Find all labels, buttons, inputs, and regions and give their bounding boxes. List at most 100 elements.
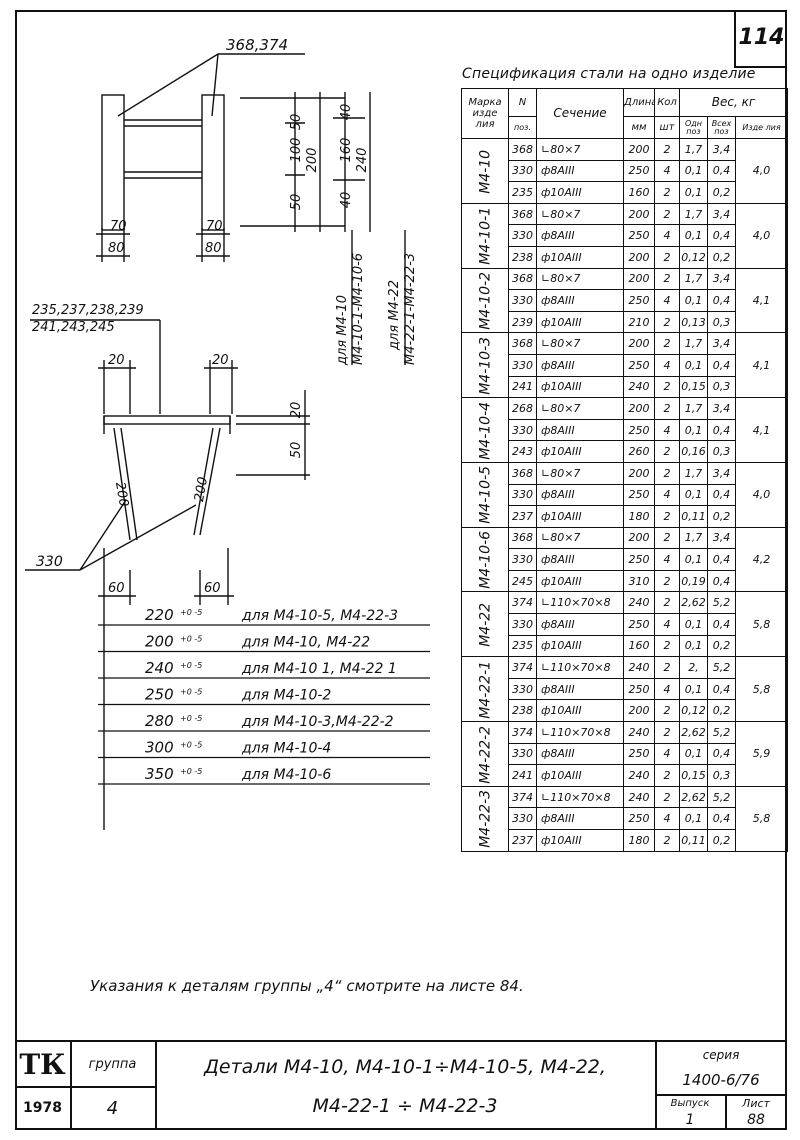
note-text: Указания к деталям группы „4“ смотрите н… [90, 977, 524, 995]
cell-pos: 368 [508, 332, 537, 355]
cell-length: 250 [623, 289, 655, 312]
cell-qty: 4 [654, 224, 680, 247]
cell-w1: 0,19 [679, 569, 708, 593]
cell-length: 200 [623, 397, 655, 420]
spec-table: Марка изде лия N Сечение Длина Кол Вес, … [461, 88, 789, 852]
cell-section: ∟80×7 [536, 138, 624, 161]
length-dim-tolerance: +0 -5 [180, 767, 202, 776]
cell-section: ф10АIII [536, 245, 624, 269]
item-mark: М4-10-2 [461, 268, 509, 333]
col-length-unit: мм [623, 116, 655, 139]
length-dim-value: 300 [145, 739, 174, 757]
item-weight: 4,1 [734, 267, 789, 334]
dim-200-rod-right: 200 [192, 476, 211, 503]
cell-length: 240 [623, 375, 655, 399]
sheet-number: 114 [734, 10, 787, 68]
cell-qty: 4 [654, 159, 680, 183]
cell-w1: 0,16 [679, 440, 708, 463]
cell-w1: 0,1 [679, 742, 708, 766]
length-dim-value: 200 [145, 633, 174, 651]
length-dim-value: 350 [145, 765, 174, 783]
cell-pos: 330 [508, 548, 537, 571]
cell-length: 260 [623, 440, 655, 463]
cell-pos: 374 [508, 721, 537, 744]
cell-w2: 0,2 [707, 245, 736, 269]
cell-w2: 3,4 [707, 202, 736, 226]
item-mark: М4-10 [461, 138, 509, 204]
length-dim-label: для М4-10, М4-22 [241, 635, 370, 651]
cell-section: ∟80×7 [536, 526, 624, 550]
issue-value: 1 [685, 1112, 695, 1128]
length-dim-tolerance: +0 -5 [180, 661, 202, 670]
cell-length: 250 [623, 353, 655, 377]
length-dim-value: 250 [145, 686, 174, 704]
cell-qty: 2 [654, 332, 680, 355]
cell-pos: 241 [508, 764, 537, 787]
cell-w1: 1,7 [679, 267, 708, 291]
cell-pos: 368 [508, 461, 537, 485]
cell-length: 210 [623, 310, 655, 334]
cell-w1: 0,1 [679, 224, 708, 247]
cell-section: ф10АIII [536, 375, 624, 399]
cell-pos: 235 [508, 181, 537, 204]
cell-qty: 2 [654, 202, 680, 226]
dim-100: 100 [289, 138, 304, 163]
cell-w2: 0,4 [707, 807, 736, 830]
cell-w1: 0,1 [679, 353, 708, 377]
cell-pos: 368 [508, 267, 537, 291]
dim-80-left: 80 [108, 241, 125, 256]
cell-w1: 1,7 [679, 332, 708, 355]
cell-length: 160 [623, 634, 655, 658]
cell-section: ф8АIII [536, 224, 624, 247]
cell-w1: 1,7 [679, 526, 708, 550]
item-mark: М4-10-5 [461, 462, 509, 528]
cell-w2: 0,4 [707, 483, 736, 507]
col-w-one: Одн поз [679, 116, 708, 139]
cell-w1: 0,1 [679, 677, 708, 701]
cell-w2: 3,4 [707, 461, 736, 485]
col-weight-header: Вес, кг [678, 88, 789, 117]
length-dim-value: 280 [145, 712, 174, 730]
cell-qty: 4 [654, 742, 680, 766]
length-dim-tolerance: +0 -5 [180, 741, 202, 750]
cell-qty: 4 [654, 807, 680, 830]
length-dim-label: для М4-10-6 [241, 767, 331, 783]
cell-qty: 2 [654, 764, 680, 787]
detail-drawing: 368,374 50 100 50 200 40 160 40 240 70 8… [25, 36, 430, 830]
label-m4-22-b: М4-22-1-М4-22-3 [403, 253, 418, 365]
item-weight: 4,1 [734, 332, 789, 399]
col-w-item: Изде лия [734, 116, 789, 139]
cell-w1: 1,7 [679, 138, 708, 161]
cell-section: ф8АIII [536, 353, 624, 377]
cell-qty: 4 [654, 613, 680, 636]
cell-pos: 237 [508, 829, 537, 852]
item-weight: 4,0 [734, 138, 789, 204]
cell-pos: 238 [508, 245, 537, 269]
cell-pos: 330 [508, 613, 537, 636]
cell-section: ∟80×7 [536, 397, 624, 420]
cell-section: ∟110×70×8 [536, 656, 624, 679]
item-weight: 5,9 [734, 721, 789, 787]
cell-qty: 4 [654, 483, 680, 507]
dim-20-left: 20 [108, 353, 125, 368]
item-mark: М4-22-2 [461, 721, 509, 787]
issue-label: Выпуск [670, 1097, 710, 1109]
cell-length: 180 [623, 829, 655, 852]
cell-length: 200 [623, 245, 655, 269]
cell-length: 250 [623, 677, 655, 701]
callout-241-245: 241,243,245 [32, 320, 115, 335]
cell-w2: 0,4 [707, 418, 736, 442]
cell-w2: 0,4 [707, 742, 736, 766]
dim-160: 160 [339, 138, 354, 163]
cell-w1: 0,11 [679, 829, 708, 852]
